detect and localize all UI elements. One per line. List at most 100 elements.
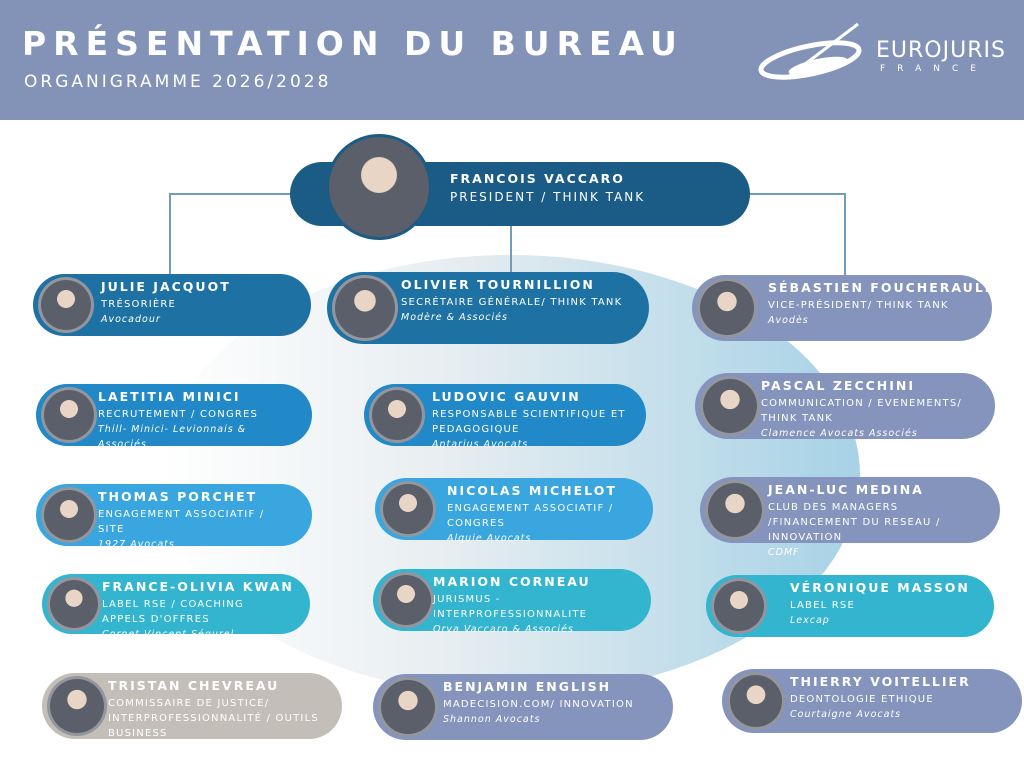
member-details: LABEL RSE Lexcap [790,598,976,628]
member-details: DEONTOLOGIE ETHIQUE Courtaigne Avocats [790,692,1004,722]
member-role: SECRÉTAIRE GÉNÉRALE/ THINK TANK [401,297,623,308]
member-details: COMMISSAIRE DE JUSTICE/ INTERPROFESSIONN… [108,696,324,756]
member-firm: Alquie Avocats [447,533,532,544]
connector-line [844,193,846,275]
member-name: OLIVIER TOURNILLION [401,277,595,292]
member-name: JULIE JACQUOT [101,279,231,294]
avatar [47,676,107,736]
avatar [697,278,757,338]
avatar [700,376,760,436]
member-firm: Avocadour [101,314,161,325]
member-role: COMMUNICATION / EVENEMENTS/ THINK TANK [761,398,962,424]
avatar [332,275,398,341]
member-name: TRISTAN CHEVREAU [108,678,280,693]
page-subtitle: ORGANIGRAMME 2026/2028 [24,72,332,92]
avatar [38,277,94,333]
member-card-pascal: PASCAL ZECCHINI COMMUNICATION / EVENEMENT… [695,373,995,439]
member-firm: Shannon Avocats [443,714,541,725]
member-card-olivier: OLIVIER TOURNILLION SECRÉTAIRE GÉNÉRALE/ … [327,272,649,344]
member-role: VICE-PRÉSIDENT/ THINK TANK [768,300,949,311]
member-firm: ID FACTO MELUN [108,743,204,754]
member-details: CLUB DES MANAGERS /FINANCEMENT DU RESEAU… [768,500,982,560]
member-name: BENJAMIN ENGLISH [443,679,612,694]
member-role: JURISMUS - INTERPROFESSIONNALITE [433,594,588,620]
member-firm: Clamence Avocats Associés [761,428,918,439]
member-role: RECRUTEMENT / CONGRES [98,409,259,420]
avatar [41,387,97,443]
member-name: SÉBASTIEN FOUCHERAULT [768,280,994,295]
member-name: NICOLAS MICHELOT [447,483,617,498]
member-role: LABEL RSE [790,600,855,611]
avatar [378,677,438,737]
member-name: THIERRY VOITELLIER [790,674,971,689]
avatar [41,487,97,543]
member-firm: CDMF [768,547,800,558]
member-details: VICE-PRÉSIDENT/ THINK TANK Avodès [768,298,974,328]
member-name: LAETITIA MINICI [98,389,241,404]
member-card-laetitia: LAETITIA MINICI RECRUTEMENT / CONGRES Thil… [36,384,312,450]
member-firm: Orva Vaccaro & Associés [433,624,574,635]
avatar [378,572,434,628]
member-card-sebastien: SÉBASTIEN FOUCHERAULT VICE-PRÉSIDENT/ THI… [692,275,992,341]
member-name: JEAN-LUC MEDINA [768,482,924,497]
member-firm: Antarius Avocats [432,439,529,450]
member-role: CLUB DES MANAGERS /FINANCEMENT DU RESEAU… [768,502,941,543]
member-role: PRESIDENT / THINK TANK [450,190,646,204]
member-firm: Thill- Minici- Levionnais & Associés [98,424,247,450]
member-role: COMMISSAIRE DE JUSTICE/ INTERPROFESSIONN… [108,698,319,739]
member-firm: Cornet Vincent Ségurel [102,629,235,640]
member-role: LABEL RSE / COACHING APPELS D'OFFRES [102,599,244,625]
avatar [711,578,767,634]
member-details: MADECISION.COM/ INNOVATION Shannon Avocat… [443,697,655,727]
logo-text: EUROJURIS [876,38,1006,63]
member-card-nicolas: NICOLAS MICHELOT ENGAGEMENT ASSOCIATIF / … [375,478,653,544]
member-details: RESPONSABLE SCIENTIFIQUE ET PEDAGOGIQUE A… [432,407,628,452]
avatar [380,481,436,537]
avatar [326,134,432,240]
member-name: MARION CORNEAU [433,574,591,589]
member-card-marion: MARION CORNEAU JURISMUS - INTERPROFESSION… [373,569,651,635]
member-role: RESPONSABLE SCIENTIFIQUE ET PEDAGOGIQUE [432,409,626,435]
connector-line [169,193,171,275]
member-firm: Courtaigne Avocats [790,709,902,720]
member-role: TRÉSORIÈRE [101,299,177,310]
member-card-benjamin: BENJAMIN ENGLISH MADECISION.COM/ INNOVATI… [373,674,673,740]
member-card-tristan: TRISTAN CHEVREAU COMMISSAIRE DE JUSTICE/ … [42,673,342,754]
member-details: ENGAGEMENT ASSOCIATIF / SITE 1927 Avocats [98,507,294,552]
member-card-julie: JULIE JACQUOT TRÉSORIÈRE Avocadour [33,274,311,336]
member-details: SECRÉTAIRE GÉNÉRALE/ THINK TANK Modère & … [401,295,631,325]
member-card-ludovic: LUDOVIC GAUVIN RESPONSABLE SCIENTIFIQUE E… [364,384,646,450]
member-details: LABEL RSE / COACHING APPELS D'OFFRES Corn… [102,597,292,642]
member-card-france: FRANCE-OLIVIA KWAN LABEL RSE / COACHING A… [42,574,310,640]
page-title: PRÉSENTATION DU BUREAU [22,24,684,63]
member-card-veronique: VÉRONIQUE MASSON LABEL RSE Lexcap [706,575,994,637]
member-role: MADECISION.COM/ INNOVATION [443,699,634,710]
member-details: RECRUTEMENT / CONGRES Thill- Minici- Levi… [98,407,294,452]
member-details: COMMUNICATION / EVENEMENTS/ THINK TANK Cl… [761,396,977,441]
member-name: FRANCOIS VACCARO [450,171,625,186]
member-role: ENGAGEMENT ASSOCIATIF / SITE [98,509,265,535]
member-firm: Avodès [768,315,809,326]
avatar [369,387,425,443]
member-details: TRÉSORIÈRE Avocadour [101,297,293,327]
member-role: ENGAGEMENT ASSOCIATIF / CONGRES [447,503,614,529]
connector-line [510,224,512,272]
member-name: THOMAS PORCHET [98,489,258,504]
member-name: VÉRONIQUE MASSON [790,580,970,595]
member-role: DEONTOLOGIE ETHIQUE [790,694,934,705]
member-name: FRANCE-OLIVIA KWAN [102,579,294,594]
header-banner: PRÉSENTATION DU BUREAU ORGANIGRAMME 2026… [0,0,1024,120]
member-name: PASCAL ZECCHINI [761,378,916,393]
member-card-thierry: THIERRY VOITELLIER DEONTOLOGIE ETHIQUE Cou… [722,669,1022,733]
member-details: JURISMUS - INTERPROFESSIONNALITE Orva Vac… [433,592,633,637]
member-card-thomas: THOMAS PORCHET ENGAGEMENT ASSOCIATIF / SI… [36,484,312,550]
eurojuris-logo-icon [758,22,862,80]
member-firm: 1927 Avocats [98,539,175,550]
logo-subtext: FRANCE [880,64,988,74]
member-card-president: FRANCOIS VACCARO PRESIDENT / THINK TANK [290,134,750,240]
member-details: PRESIDENT / THINK TANK [450,190,732,205]
member-name: LUDOVIC GAUVIN [432,389,581,404]
member-firm: Modère & Associés [401,312,508,323]
member-card-jeanluc: JEAN-LUC MEDINA CLUB DES MANAGERS /FINANC… [700,477,1000,558]
member-firm: Lexcap [790,615,830,626]
